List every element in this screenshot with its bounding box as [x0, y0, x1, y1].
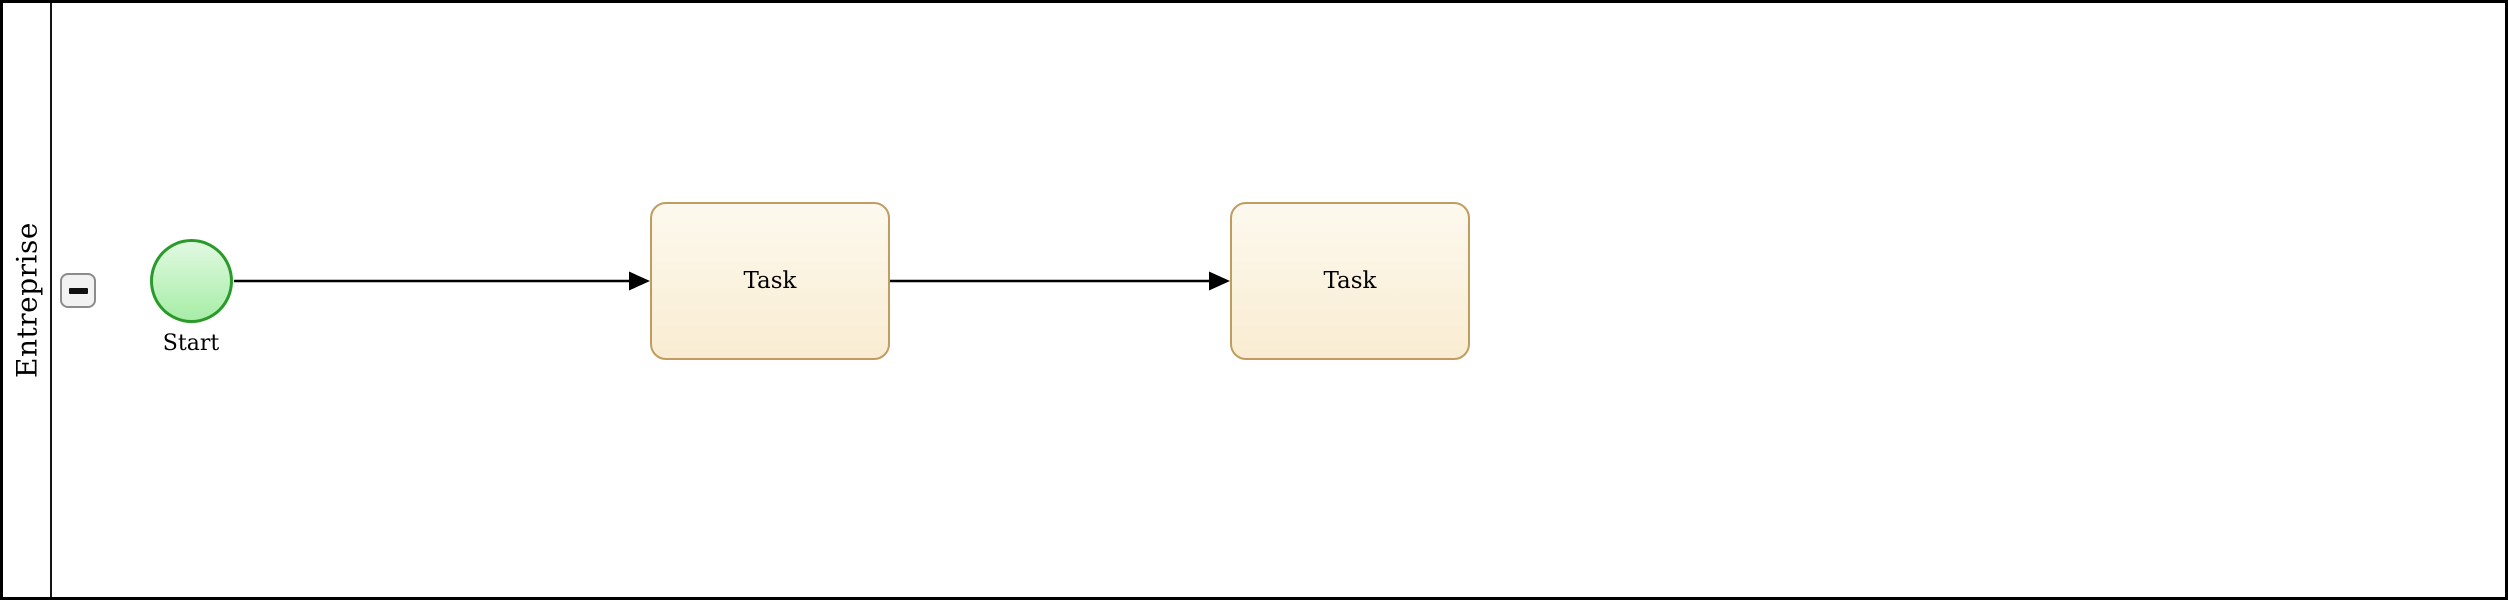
sequence-flows-layer: [234, 271, 1230, 291]
arrowhead-icon: [629, 271, 650, 291]
lane-collapse-button[interactable]: [60, 273, 96, 308]
start-event-label: Start: [162, 331, 220, 356]
task2-node[interactable]: Task: [1230, 202, 1470, 360]
arrowhead-icon: [1209, 271, 1230, 291]
task1-node[interactable]: Task: [650, 202, 890, 360]
start-event-node[interactable]: [150, 239, 233, 323]
task2-label: Task: [1323, 268, 1377, 294]
lane-title-band[interactable]: Entreprise: [3, 3, 52, 597]
sequence-flow-task1-to-task2[interactable]: [890, 271, 1230, 291]
task1-label: Task: [743, 268, 797, 294]
collapse-minus-icon: [68, 287, 88, 294]
sequence-flow-start-to-task1[interactable]: [234, 271, 650, 291]
